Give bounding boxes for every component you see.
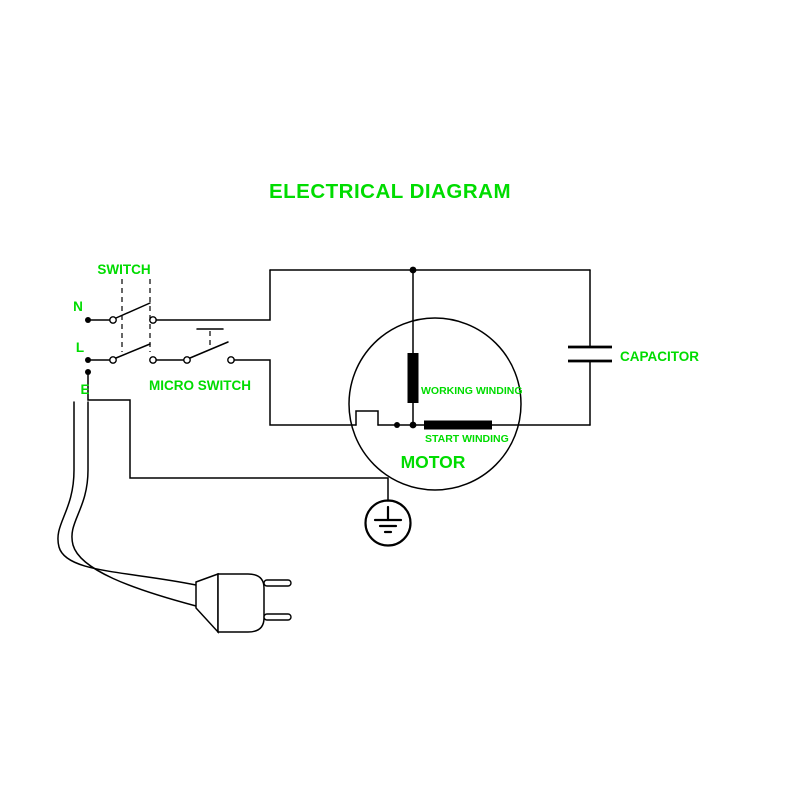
common-junction-dot bbox=[409, 421, 417, 429]
plug-body bbox=[217, 573, 265, 633]
terminal-n-dot bbox=[85, 317, 91, 323]
earth-wire bbox=[87, 374, 389, 502]
diagram-title: ELECTRICAL DIAGRAM bbox=[269, 180, 511, 203]
power-cord-outline-left bbox=[57, 401, 197, 586]
n-switch-blade bbox=[115, 302, 151, 319]
n-switch-contact-left bbox=[109, 316, 117, 324]
terminal-e-dot bbox=[85, 369, 91, 375]
terminal-l-label: L bbox=[76, 340, 84, 355]
terminal-e-label: E bbox=[80, 382, 89, 397]
capacitor-label: CAPACITOR bbox=[620, 349, 699, 364]
start-winding-label: START WINDING bbox=[425, 433, 509, 445]
centrifugal-contact-dot bbox=[394, 422, 400, 428]
micro-switch-blade bbox=[189, 341, 229, 359]
plug-pin-top bbox=[263, 579, 292, 587]
l-switch-blade bbox=[115, 343, 151, 359]
l-wire-to-motor bbox=[233, 359, 357, 426]
plug-cord-grip bbox=[195, 572, 219, 634]
micro-switch-contact-left bbox=[183, 356, 191, 364]
l-switch-contact-left bbox=[109, 356, 117, 364]
n-switch-contact-right bbox=[149, 316, 157, 324]
plug-pin-bottom bbox=[263, 613, 292, 621]
centrifugal-switch-symbol bbox=[355, 410, 379, 426]
micro-switch-label: MICRO SWITCH bbox=[149, 378, 251, 393]
earth-symbol-circle bbox=[364, 499, 412, 547]
circuit-wiring bbox=[57, 266, 612, 634]
power-cord-outline-right bbox=[71, 401, 197, 607]
terminal-l-dot bbox=[85, 357, 91, 363]
diagram-labels: ELECTRICAL DIAGRAM SWITCH N L E MICRO SW… bbox=[73, 180, 699, 472]
switch-label: SWITCH bbox=[97, 262, 150, 277]
start-winding-bar bbox=[424, 420, 492, 430]
micro-switch-contact-right bbox=[227, 356, 235, 364]
motor-label: MOTOR bbox=[401, 452, 466, 472]
n-wire-to-top bbox=[155, 269, 271, 321]
terminal-n-label: N bbox=[73, 299, 83, 314]
working-winding-label: WORKING WINDING bbox=[421, 385, 523, 397]
motor-circle bbox=[348, 317, 522, 491]
l-switch-contact-right bbox=[149, 356, 157, 364]
working-winding-bar bbox=[407, 353, 419, 403]
